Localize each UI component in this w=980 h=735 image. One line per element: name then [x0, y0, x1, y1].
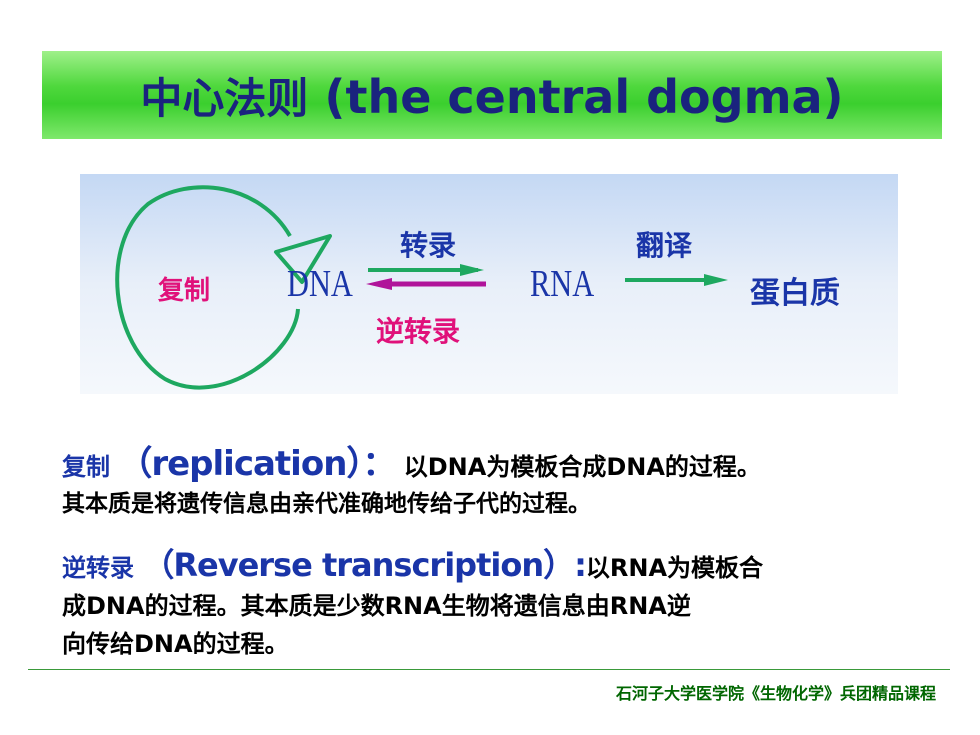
replication-arrowhead [274, 234, 332, 284]
protein-node: 蛋白质 [750, 276, 840, 311]
replication-label: 复制 [158, 276, 211, 306]
central-dogma-diagram: 复制 DNA 转录 逆转录 RNA 翻译 蛋白质 [80, 174, 898, 394]
course-footer: 石河子大学医学院《生物化学》兵团精品课程 [615, 684, 936, 703]
reverse-transcription-definition-line3: 向传给DNA的过程。 [62, 630, 289, 658]
transcription-arrowhead [460, 264, 484, 276]
reverse-transcription-term: 逆转录 [62, 554, 143, 582]
replication-definition-line1: 复制 （replication）： 以DNA为模板合成DNA的过程。 [62, 436, 761, 485]
translation-label: 翻译 [636, 229, 693, 262]
reverse-transcription-arrowhead [366, 278, 392, 290]
reverse-transcription-definition-text: 以RNA为模板合 [585, 554, 764, 582]
replication-definition-text: 以DNA为模板合成DNA的过程。 [395, 453, 761, 481]
reverse-transcription-definition-line2: 成DNA的过程。其本质是少数RNA生物将遗信息由RNA逆 [62, 592, 691, 620]
dna-node: DNA [287, 263, 353, 305]
footer-divider [28, 669, 950, 670]
reverse-transcription-definition-line1: 逆转录 （Reverse transcription）:以RNA为模板合 [62, 540, 763, 586]
title-banner: 中心法则 (the central dogma) [42, 51, 942, 139]
rna-node: RNA [530, 263, 595, 305]
transcription-label: 转录 [400, 229, 457, 262]
replication-definition-line2: 其本质是将遗传信息由亲代准确地传给子代的过程。 [62, 491, 591, 517]
translation-arrowhead [704, 274, 728, 286]
title-zh: 中心法则 [140, 73, 309, 123]
reverse-transcription-english: （Reverse transcription）: [142, 546, 587, 584]
reverse-transcription-label: 逆转录 [376, 315, 461, 348]
replication-loop [115, 185, 300, 390]
replication-english: （replication）： [118, 444, 396, 484]
page-title: 中心法则 (the central dogma) [140, 65, 843, 126]
diagram-arrows [115, 185, 728, 390]
title-en: (the central dogma) [308, 69, 844, 124]
replication-term: 复制 [62, 453, 119, 481]
